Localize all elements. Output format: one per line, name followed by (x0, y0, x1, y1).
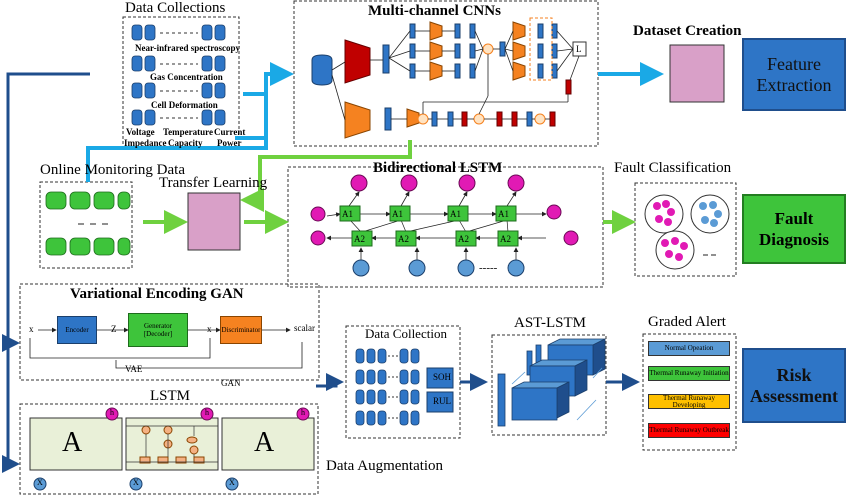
dark-arrows (2, 72, 640, 473)
collection2-cylinders (355, 348, 420, 426)
backward-cell-4: A2 (500, 234, 511, 244)
alert-initiation: Thermal Runaway Initiation (648, 366, 730, 381)
alert-developing: Thermal Runaway Developing (648, 394, 730, 409)
collections-cylinders (131, 24, 226, 126)
soh-box (426, 367, 454, 389)
ast-lstm-blocks (497, 338, 606, 427)
capacity-label: Capacity (168, 138, 203, 148)
soh-label: SOH (433, 372, 452, 382)
backward-cell-3: A2 (458, 234, 469, 244)
nir-label: Near-infrared spectroscopy (135, 43, 241, 53)
graded-alert-title: Graded Alert (648, 314, 726, 330)
forward-cell-1: A1 (342, 209, 353, 219)
risk-assessment-button[interactable]: Risk Assessment (742, 348, 846, 423)
discriminator-box: Discriminator (220, 316, 262, 344)
data-augmentation-title: Data Augmentation (326, 458, 444, 474)
fault-diagnosis-button[interactable]: Fault Diagnosis (742, 194, 846, 264)
lstm-cells (29, 407, 315, 491)
lstm-cell-a-3: A (254, 427, 275, 458)
gan-label: GAN (221, 378, 241, 388)
ast-lstm-box (491, 334, 607, 436)
bilstm-graph (310, 174, 579, 277)
vegan-box (19, 283, 320, 381)
dataset-creation-title: Dataset Creation (633, 23, 742, 39)
forward-cell-2: A1 (392, 209, 403, 219)
feature-extraction-button[interactable]: Feature Extraction (742, 38, 846, 111)
alert-outbreak: Thermal Runaway Outbreak (648, 423, 730, 438)
lstm-cell-a-1: A (62, 427, 83, 458)
gas-label: Gas Concentration (150, 72, 223, 82)
data-collection-title: Data Collection (365, 326, 447, 341)
data-collections-box (122, 16, 240, 148)
cnn-title: Multi-channel CNNs (368, 3, 501, 19)
cnn-internals (311, 17, 587, 139)
vae-label: VAE (125, 364, 143, 374)
collections-dashes (160, 32, 198, 119)
online-cylinders (45, 191, 131, 256)
bilstm-title: Bidirectional LSTM (373, 160, 503, 176)
lstm-h-3: h (301, 408, 305, 417)
rul-box (426, 391, 454, 413)
alert-normal: Normal Opeation (648, 341, 730, 356)
fault-clusters (644, 194, 730, 270)
temperature-label: Temperature (163, 127, 213, 137)
blue-arrows (86, 62, 664, 182)
power-label: Power (217, 138, 242, 148)
cnn-output-label: L (576, 44, 582, 54)
collection2-dashes (388, 355, 398, 419)
fault-classification-title: Fault Classification (614, 160, 732, 176)
green-arrows (143, 140, 636, 234)
gan-x-in: x (29, 324, 34, 334)
online-monitoring-title: Online Monitoring Data (40, 162, 185, 178)
vegan-lines (29, 327, 303, 369)
generator-box: Generator [Decoder] (128, 313, 188, 347)
rul-label: RUL (433, 396, 451, 406)
backward-cell-1: A2 (354, 234, 365, 244)
bilstm-box (287, 166, 604, 288)
backward-cell-2: A2 (398, 234, 409, 244)
lstm-title: LSTM (150, 388, 191, 404)
forward-cell-4: A1 (498, 209, 509, 219)
current-label: Current (214, 127, 246, 137)
gan-z: Z (111, 324, 117, 334)
lstm-h-1: h (110, 408, 114, 417)
vegan-title: Variational Encoding GAN (70, 286, 244, 302)
ast-lstm-title: AST-LSTM (514, 315, 586, 331)
lstm-x-2: X (133, 478, 139, 487)
lstm-h-2: h (205, 408, 209, 417)
cell-deformation-label: Cell Deformation (151, 100, 218, 110)
voltage-label: Voltage (126, 127, 155, 137)
lstm-x-1: X (37, 478, 43, 487)
graded-alert-box (642, 333, 737, 451)
forward-cell-3: A1 (450, 209, 461, 219)
lstm-box (19, 403, 319, 495)
data-collections-title: Data Collections (125, 0, 226, 16)
bilstm-ellipsis: ----- (479, 262, 498, 274)
gan-scalar: scalar (294, 323, 315, 333)
gan-x-out: x (207, 324, 212, 334)
impedance-label: Impedance (124, 138, 167, 148)
encoder-box: Encoder (57, 316, 97, 344)
dataset-pink-block (669, 44, 725, 103)
transfer-learning-title: Transfer Learning (159, 175, 268, 191)
transfer-pink-block (187, 192, 241, 251)
lstm-x-3: X (229, 478, 235, 487)
